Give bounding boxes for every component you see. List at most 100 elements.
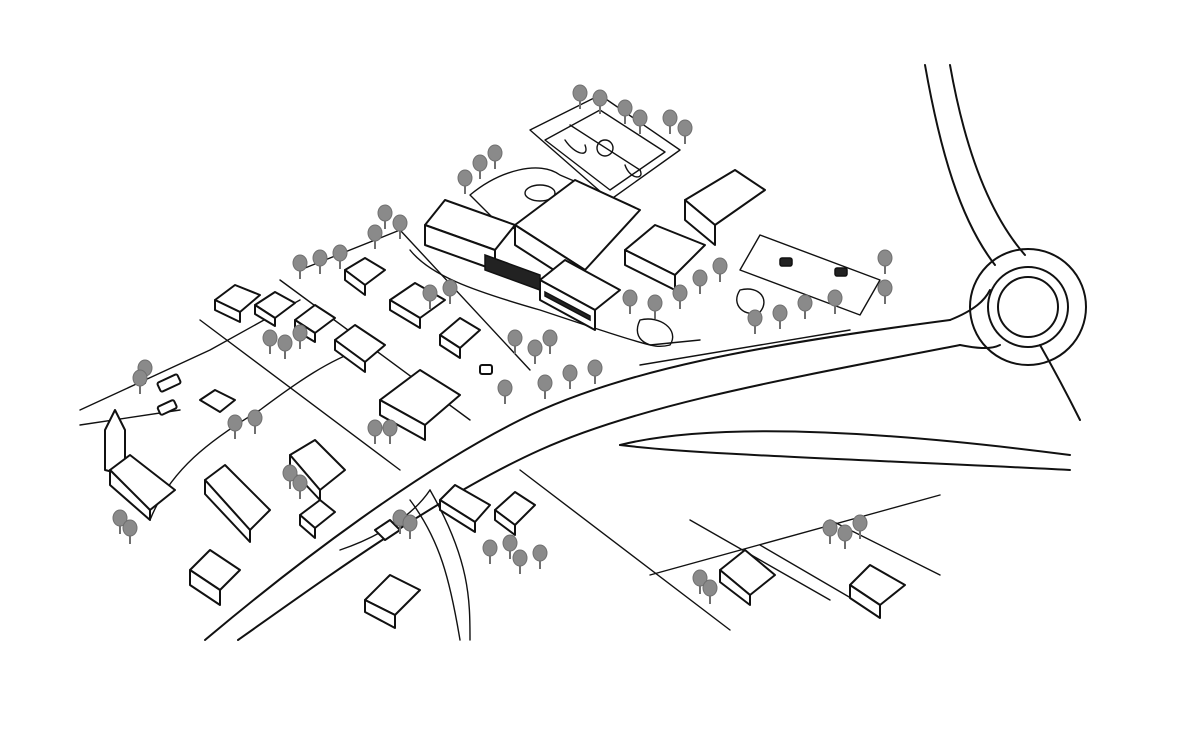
tree bbox=[772, 304, 788, 329]
house bbox=[849, 564, 906, 619]
court-fence-outer bbox=[529, 94, 681, 201]
southern-road-upper bbox=[619, 430, 1071, 456]
church bbox=[104, 409, 176, 521]
house bbox=[439, 484, 491, 533]
roundabout-outer bbox=[969, 248, 1087, 366]
house bbox=[364, 574, 421, 629]
curved-lane bbox=[149, 349, 361, 521]
garden-bed-1 bbox=[636, 318, 674, 347]
tree bbox=[282, 464, 298, 489]
tree bbox=[312, 249, 328, 274]
roundabout-approach-lower bbox=[959, 344, 1001, 349]
tree bbox=[797, 294, 813, 319]
tree bbox=[277, 334, 293, 359]
main-road-upper-edge bbox=[204, 319, 951, 641]
tree bbox=[712, 257, 728, 282]
roundabout bbox=[969, 248, 1087, 366]
tree bbox=[112, 509, 128, 534]
tree bbox=[512, 549, 528, 574]
tree bbox=[292, 474, 308, 499]
tree bbox=[662, 109, 678, 134]
tree bbox=[692, 269, 708, 294]
tree bbox=[592, 89, 608, 114]
tree bbox=[572, 84, 588, 109]
north-road-right bbox=[949, 64, 1026, 256]
tree bbox=[122, 519, 138, 544]
tree bbox=[402, 514, 418, 539]
lower-diagonal-road-1 bbox=[519, 469, 731, 631]
tree bbox=[692, 569, 708, 594]
main-road-lower-edge bbox=[237, 344, 961, 641]
school-complex bbox=[424, 167, 881, 347]
gym-wall bbox=[684, 199, 716, 246]
tree bbox=[702, 579, 718, 604]
court-centre-line bbox=[569, 124, 641, 171]
cars bbox=[156, 364, 493, 416]
south-lane-3 bbox=[429, 489, 471, 641]
house bbox=[299, 499, 336, 539]
court-lines bbox=[544, 109, 666, 191]
tree bbox=[382, 419, 398, 444]
tree bbox=[507, 329, 523, 354]
left-road-3 bbox=[199, 319, 401, 471]
lower-diagonal-road-2 bbox=[649, 494, 941, 576]
tree bbox=[497, 379, 513, 404]
tree bbox=[532, 544, 548, 569]
tree bbox=[262, 329, 278, 354]
tree bbox=[527, 339, 543, 364]
church-nave-wall bbox=[109, 469, 151, 521]
house bbox=[204, 464, 271, 543]
road-network bbox=[79, 64, 1081, 641]
tree bbox=[457, 169, 473, 194]
parking-area bbox=[739, 234, 881, 316]
tree bbox=[132, 369, 148, 394]
house bbox=[494, 491, 536, 536]
roundabout-ring-outer bbox=[987, 266, 1069, 348]
entrance-glazing bbox=[484, 253, 541, 292]
church-tower bbox=[104, 409, 126, 476]
house bbox=[199, 389, 236, 413]
tree bbox=[367, 224, 383, 249]
tree bbox=[227, 414, 243, 439]
tree bbox=[747, 309, 763, 334]
tree bbox=[482, 539, 498, 564]
tree bbox=[877, 279, 893, 304]
tree bbox=[837, 524, 853, 549]
house bbox=[379, 369, 461, 441]
house bbox=[189, 549, 241, 606]
car bbox=[479, 364, 493, 375]
tree bbox=[442, 279, 458, 304]
tree bbox=[472, 154, 488, 179]
court-key-left bbox=[564, 139, 587, 154]
court-centre-circle bbox=[596, 139, 614, 157]
tree bbox=[367, 419, 383, 444]
house bbox=[254, 291, 296, 327]
tree bbox=[852, 514, 868, 539]
houses bbox=[189, 257, 906, 629]
house bbox=[439, 317, 481, 359]
tree bbox=[247, 409, 263, 434]
tree bbox=[647, 294, 663, 319]
courtyard-pond bbox=[524, 184, 556, 202]
school-forecourt bbox=[409, 249, 701, 346]
house bbox=[214, 284, 261, 323]
sports-court bbox=[529, 94, 681, 201]
tree bbox=[292, 254, 308, 279]
tree bbox=[292, 324, 308, 349]
north-road-left bbox=[924, 64, 996, 266]
southern-road-lower bbox=[619, 444, 1071, 471]
car bbox=[156, 399, 178, 416]
court-key-right bbox=[624, 164, 642, 178]
tree bbox=[822, 519, 838, 544]
trees bbox=[112, 84, 893, 604]
parked-car-2 bbox=[834, 267, 848, 277]
tree bbox=[542, 329, 558, 354]
tree bbox=[877, 249, 893, 274]
house bbox=[719, 549, 776, 606]
east-road bbox=[1039, 344, 1081, 421]
tree bbox=[587, 359, 603, 384]
house bbox=[344, 257, 386, 296]
tree bbox=[502, 534, 518, 559]
garden-bed-2 bbox=[736, 288, 765, 315]
tree bbox=[827, 289, 843, 314]
